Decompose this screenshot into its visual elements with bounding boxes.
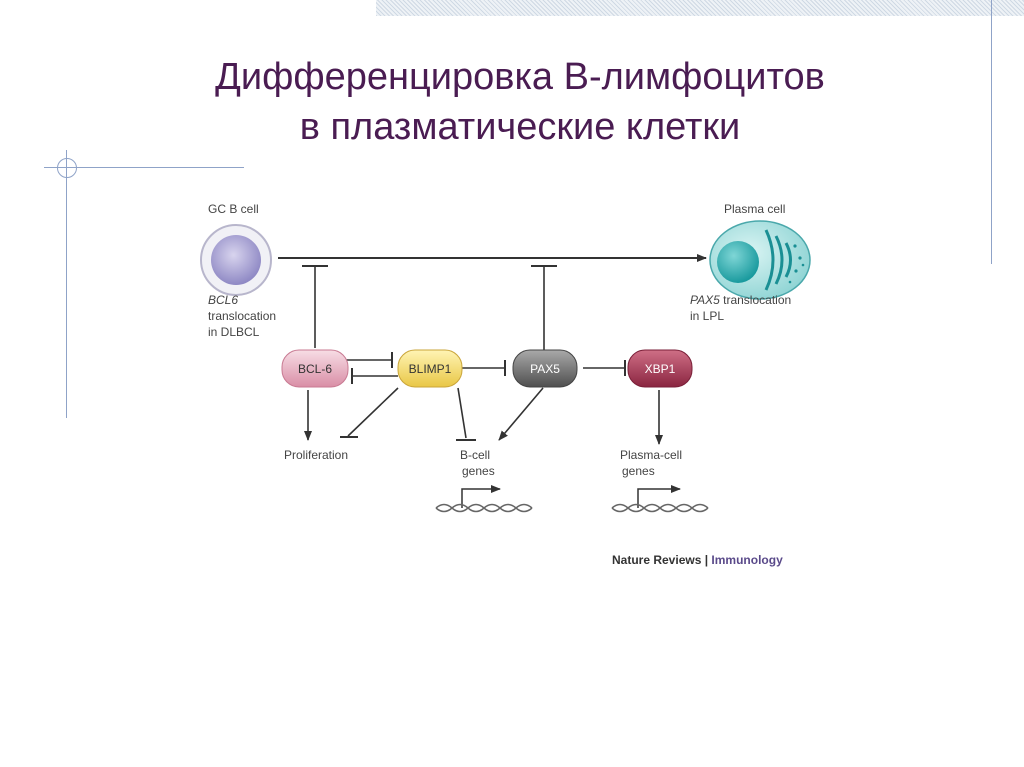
title-line-1: Дифференцировка В-лимфоцитов xyxy=(215,56,825,98)
title-line-2: в плазматические клетки xyxy=(299,106,741,148)
bcl6-node-label: BCL-6 xyxy=(298,362,332,376)
pax5-translocation-gene: PAX5 xyxy=(690,293,720,307)
blimp1-inhibits-bcl6 xyxy=(351,368,398,384)
plasma-cell-icon xyxy=(709,220,811,300)
decorative-horizontal-line xyxy=(44,167,244,168)
b-cell-genes-line2: genes xyxy=(462,464,495,478)
decorative-circle-icon xyxy=(57,158,77,178)
bcl6-node: BCL-6 xyxy=(281,349,349,388)
plasma-cell-label: Plasma cell xyxy=(724,202,785,216)
decorative-vertical-line-right xyxy=(991,0,992,264)
plasma-cell-genes-dna-helix-icon xyxy=(611,503,709,513)
journal-credit: Nature Reviews | Immunology xyxy=(612,553,783,567)
blimp1-node-label: BLIMP1 xyxy=(409,362,452,376)
pax5-translocation-line2: in LPL xyxy=(690,309,724,323)
pax5-node: PAX5 xyxy=(512,349,578,388)
bcl6-translocation-line2: translocation xyxy=(208,309,276,323)
credit-journal: Nature Reviews xyxy=(612,553,702,567)
pax5-inhibits-differentiation xyxy=(531,265,557,350)
plasma-cell-genes-line1: Plasma-cell xyxy=(620,448,682,462)
bcl6-translocation-line3: in DLBCL xyxy=(208,325,260,339)
xbp1-node-label: XBP1 xyxy=(645,362,676,376)
blimp1-node: BLIMP1 xyxy=(397,349,463,388)
b-cell-genes-dna-helix-icon xyxy=(435,503,533,513)
slide-title: Дифференцировка В-лимфоцитов в плазматич… xyxy=(110,52,930,152)
pax5-translocation-rest: translocation xyxy=(720,293,791,307)
decorative-vertical-line-left xyxy=(66,150,67,418)
gc-b-cell-label: GC B cell xyxy=(208,202,259,216)
b-cell-genes-transcription-arrow xyxy=(461,485,501,508)
pax5-inhibits-xbp1 xyxy=(583,360,626,376)
xbp1-node: XBP1 xyxy=(627,349,693,388)
bcl6-inhibits-differentiation xyxy=(302,265,328,348)
pax5-node-label: PAX5 xyxy=(530,362,560,376)
blimp1-inhibits-b-cell-genes xyxy=(456,387,476,441)
bcl6-translocation-gene: BCL6 xyxy=(208,293,238,307)
proliferation-label: Proliferation xyxy=(284,448,348,462)
pax5-translocation-line1: PAX5 translocation xyxy=(690,293,791,307)
gc-b-cell-icon xyxy=(200,224,272,296)
pax5-to-b-cell-genes-arrow xyxy=(498,387,544,441)
b-cell-genes-line1: B-cell xyxy=(460,448,490,462)
credit-separator: | xyxy=(701,553,711,567)
plasma-cell-genes-line2: genes xyxy=(622,464,655,478)
blimp1-inhibits-proliferation xyxy=(340,387,399,438)
blimp1-inhibits-pax5 xyxy=(460,360,506,376)
decorative-hatched-band xyxy=(376,0,1024,16)
bcl6-inhibits-blimp1 xyxy=(345,352,393,368)
credit-section: Immunology xyxy=(711,553,783,567)
plasma-cell-genes-transcription-arrow xyxy=(637,485,681,508)
